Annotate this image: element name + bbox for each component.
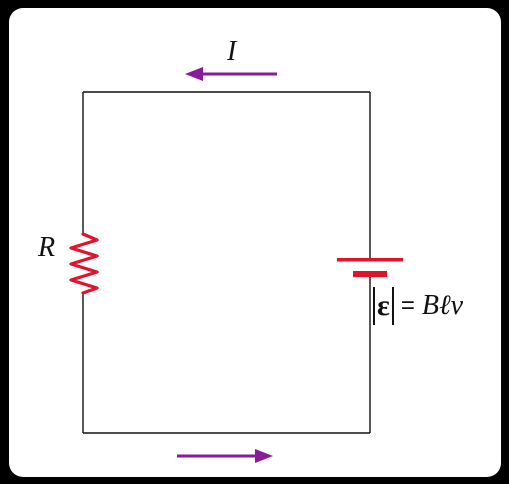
battery-short-plate	[353, 271, 387, 277]
emf-equation: ε = Bℓv	[373, 286, 463, 326]
abs-bar-left	[373, 287, 375, 325]
battery-long-plate	[337, 258, 403, 262]
current-arrow-bottom	[177, 449, 273, 463]
diagram-canvas: I R ε = Bℓv	[9, 8, 501, 477]
current-label: I	[227, 36, 237, 67]
equals-sign: =	[400, 292, 415, 319]
emf-absolute-value: ε	[373, 286, 394, 326]
resistor-label: R	[38, 232, 56, 263]
resistor-zigzag	[69, 232, 99, 295]
emf-expression: Bℓv	[421, 290, 464, 321]
current-arrow-top	[185, 67, 277, 81]
abs-bar-right	[391, 287, 394, 325]
circuit-diagram	[69, 67, 403, 463]
emf-symbol: ε	[377, 289, 390, 322]
